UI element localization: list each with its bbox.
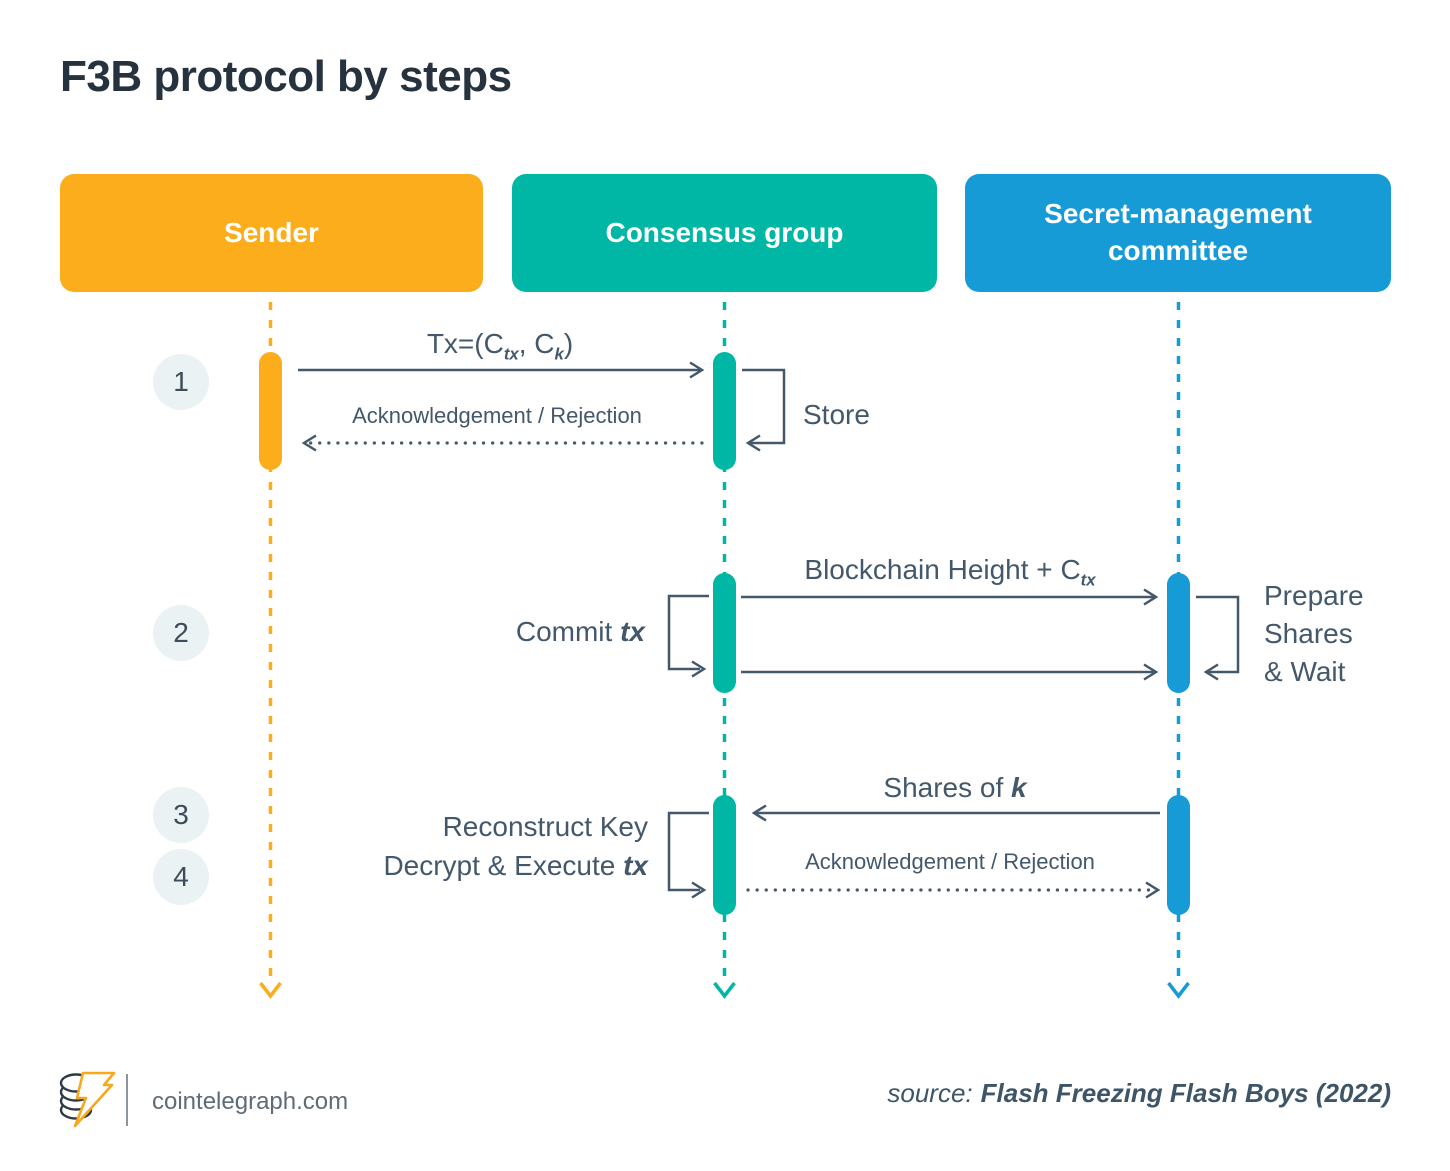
source-label: source: bbox=[887, 1078, 973, 1108]
source-credit: source:Flash Freezing Flash Boys (2022) bbox=[887, 1078, 1391, 1109]
consensus-activation-bar-step34 bbox=[713, 795, 736, 915]
store-self-loop bbox=[742, 368, 786, 452]
message-label-ack-1: Acknowledgement / Rejection bbox=[352, 403, 642, 428]
step-number: 2 bbox=[173, 617, 189, 648]
arrow-tx-send bbox=[298, 361, 705, 379]
actor-consensus-label: Consensus group bbox=[605, 216, 844, 248]
reconstruct-self-loop bbox=[667, 811, 709, 899]
committee-activation-bar-step34 bbox=[1167, 795, 1190, 915]
down-chevron-icon bbox=[1167, 981, 1190, 999]
prepare-self-loop bbox=[1196, 595, 1240, 681]
actor-box-secret-management-committee: Secret-management committee bbox=[965, 174, 1391, 292]
step-circle-3: 3 bbox=[153, 787, 209, 843]
step-circle-2: 2 bbox=[153, 605, 209, 661]
actor-box-sender: Sender bbox=[60, 174, 483, 292]
lightning-bolt-icon bbox=[73, 1071, 116, 1128]
message-label-blockchain-height: Blockchain Height + Ctx bbox=[804, 554, 1096, 590]
actor-box-consensus-group: Consensus group bbox=[512, 174, 937, 292]
actor-sender-label: Sender bbox=[224, 216, 319, 248]
committee-activation-bar-step2 bbox=[1167, 573, 1190, 693]
consensus-activation-bar-step1 bbox=[713, 352, 736, 470]
arrow-shares-of-k bbox=[751, 804, 1160, 822]
down-chevron-icon bbox=[713, 981, 736, 999]
arrow-ack-to-committee bbox=[746, 881, 1161, 899]
source-title: Flash Freezing Flash Boys (2022) bbox=[980, 1078, 1391, 1108]
sender-activation-bar-step1 bbox=[259, 352, 282, 470]
down-chevron-icon bbox=[259, 981, 282, 999]
consensus-activation-bar-step2 bbox=[713, 573, 736, 693]
message-label-commit-tx: Commit tx bbox=[515, 616, 645, 647]
message-label-store: Store bbox=[803, 399, 870, 430]
page-title: F3B protocol by steps bbox=[60, 52, 512, 101]
arrow-ack-to-sender bbox=[301, 434, 704, 452]
cointelegraph-logo bbox=[59, 1071, 116, 1128]
arrow-blockchain-height bbox=[741, 588, 1159, 606]
footer-divider bbox=[126, 1074, 128, 1126]
step-number: 3 bbox=[173, 799, 189, 830]
step-circle-1: 1 bbox=[153, 354, 209, 410]
actor-committee-label: Secret-management committee bbox=[1044, 198, 1312, 266]
message-label-tx-send: Tx=(Ctx, Ck) bbox=[426, 328, 574, 364]
message-label-shares-of-k: Shares of k bbox=[883, 772, 1027, 803]
step-number: 4 bbox=[173, 861, 189, 892]
commit-self-loop bbox=[667, 594, 709, 678]
step-number: 1 bbox=[173, 366, 189, 397]
message-label-prepare-shares-wait: Prepare Shares & Wait bbox=[1264, 580, 1364, 687]
message-label-ack-2: Acknowledgement / Rejection bbox=[805, 849, 1095, 874]
footer-site-url: cointelegraph.com bbox=[152, 1088, 349, 1115]
message-label-reconstruct-decrypt: Reconstruct Key Decrypt & Execute tx bbox=[383, 811, 648, 881]
arrow-commit-second bbox=[741, 663, 1159, 681]
step-circle-4: 4 bbox=[153, 849, 209, 905]
